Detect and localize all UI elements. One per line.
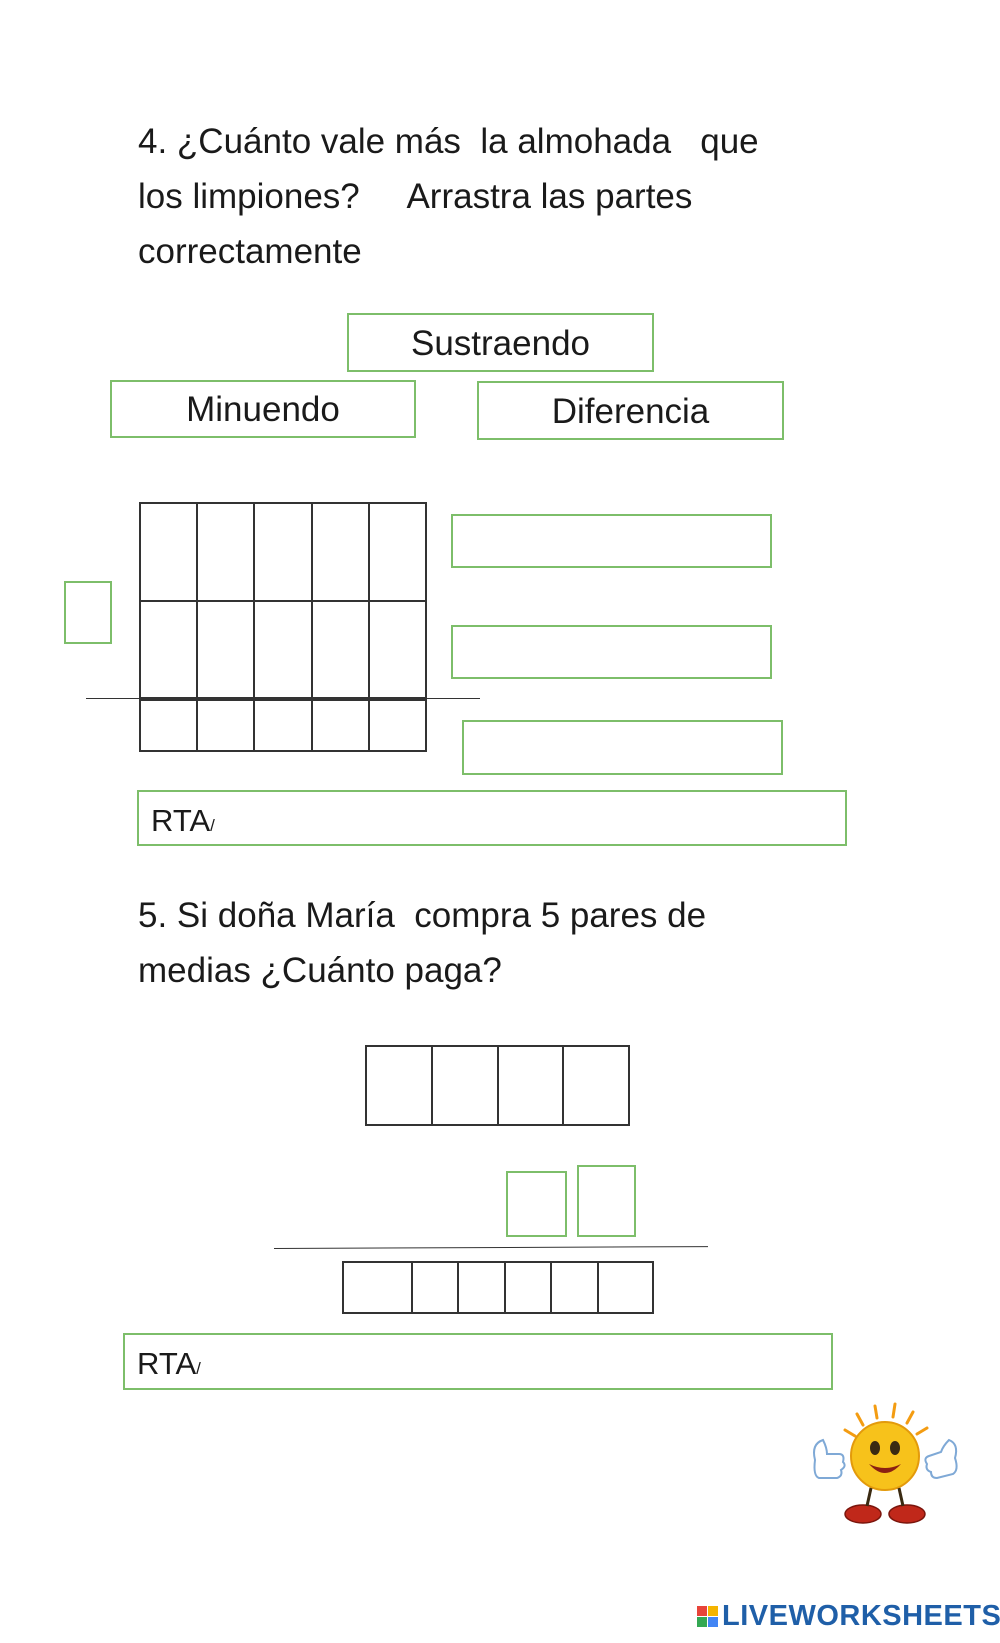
q4-result-grid xyxy=(139,699,427,752)
q5-multiplier-digit-input[interactable] xyxy=(577,1165,636,1237)
q4-subtrahend-digit-input[interactable] xyxy=(140,600,198,698)
q5-result-digit-input[interactable] xyxy=(458,1262,505,1313)
q5-answer-field[interactable]: RTA/ xyxy=(123,1333,833,1390)
q4-minuend-digit-input[interactable] xyxy=(311,503,369,601)
q4-subtrahend-digit-input[interactable] xyxy=(311,600,369,698)
q5-multiplicand-digit-input[interactable] xyxy=(366,1046,432,1125)
q4-minuend-digit-input[interactable] xyxy=(368,503,426,601)
question-5-text-line-1: 5. Si doña María compra 5 pares de xyxy=(138,896,707,935)
q5-result-digit-input[interactable] xyxy=(598,1262,653,1313)
q5-multiplicand-grid xyxy=(365,1045,630,1126)
drag-tile-minuendo[interactable]: Minuendo xyxy=(110,380,416,438)
q4-minuend-digit-input[interactable] xyxy=(197,503,255,601)
q4-answer-field[interactable]: RTA/ xyxy=(137,790,847,846)
drag-tile-sustraendo[interactable]: Sustraendo xyxy=(347,313,654,372)
drag-tile-diferencia[interactable]: Diferencia xyxy=(477,381,784,440)
liveworksheets-brand: LIVEWORKSHEETS xyxy=(697,1600,1000,1633)
q4-result-digit-input[interactable] xyxy=(368,700,426,751)
q5-result-grid xyxy=(342,1261,654,1314)
question-4-text-line-2: los limpiones? Arrastra las partes xyxy=(138,177,693,216)
q4-subtrahend-digit-input[interactable] xyxy=(254,600,312,698)
answer-label: RTA/ xyxy=(137,1346,201,1381)
q4-minuend-digit-input[interactable] xyxy=(140,503,198,601)
q4-result-digit-input[interactable] xyxy=(197,700,255,751)
drop-zone-row-2[interactable] xyxy=(451,625,772,679)
q5-result-digit-input[interactable] xyxy=(505,1262,551,1313)
question-4-text-line-1: 4. ¿Cuánto vale más la almohada que xyxy=(138,122,759,161)
q4-result-digit-input[interactable] xyxy=(311,700,369,751)
q4-minuend-digit-input[interactable] xyxy=(254,503,312,601)
answer-label: RTA/ xyxy=(151,803,215,838)
brand-name: LIVEWORKSHEETS xyxy=(722,1600,1000,1632)
operation-sign-input[interactable] xyxy=(64,581,112,644)
q5-multiplicand-digit-input[interactable] xyxy=(563,1046,629,1125)
q5-multiplier-sign-input[interactable] xyxy=(506,1171,567,1237)
q5-multiplicand-digit-input[interactable] xyxy=(497,1046,564,1125)
thumbs-up-sun-icon xyxy=(813,1402,958,1524)
q5-result-digit-input[interactable] xyxy=(343,1262,412,1313)
q5-result-digit-input[interactable] xyxy=(412,1262,458,1313)
q5-operation-rule xyxy=(273,1246,708,1249)
q4-result-digit-input[interactable] xyxy=(140,700,198,751)
liveworksheets-logo-icon xyxy=(697,1606,718,1627)
q4-subtrahend-digit-input[interactable] xyxy=(197,600,255,698)
q4-operation-rule xyxy=(86,698,480,699)
q4-operand-grid xyxy=(139,502,427,699)
drop-zone-row-1[interactable] xyxy=(451,514,772,568)
q5-multiplicand-digit-input[interactable] xyxy=(431,1046,498,1125)
q4-result-digit-input[interactable] xyxy=(254,700,312,751)
question-4-text-line-3: correctamente xyxy=(138,232,362,271)
drop-zone-row-3[interactable] xyxy=(462,720,783,775)
q5-result-digit-input[interactable] xyxy=(551,1262,598,1313)
question-5-text-line-2: medias ¿Cuánto paga? xyxy=(138,951,502,990)
q4-subtrahend-digit-input[interactable] xyxy=(368,600,426,698)
